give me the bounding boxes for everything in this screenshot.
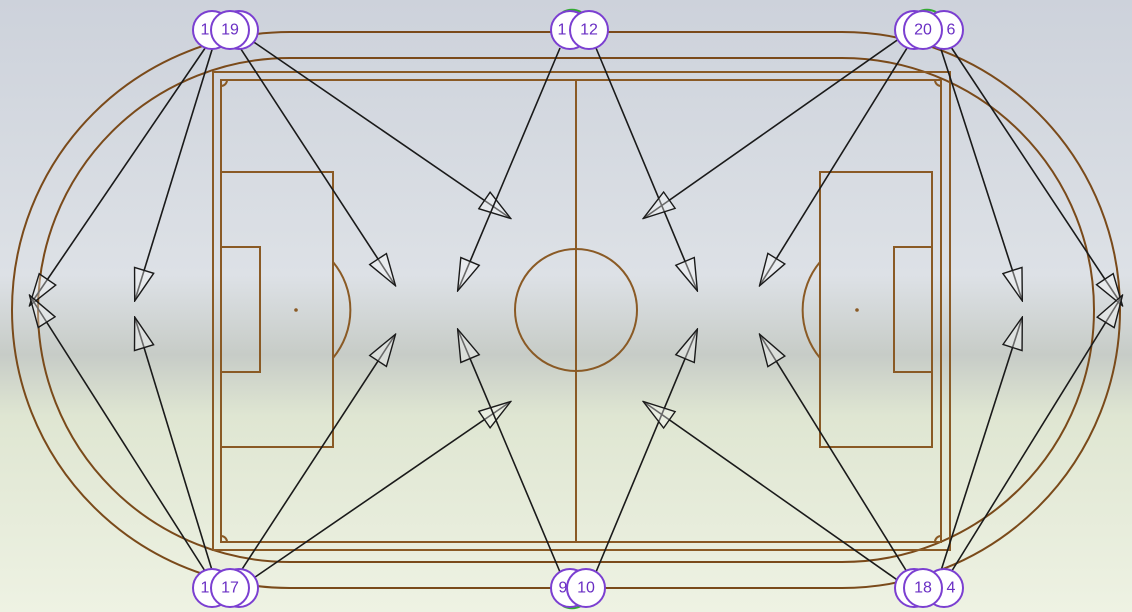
right-penalty-spot: [855, 308, 859, 312]
node-label: 12: [580, 22, 598, 39]
node-label: 20: [914, 22, 932, 39]
left-penalty-spot: [294, 308, 298, 312]
node-label: 17: [221, 580, 239, 597]
node-label: 19: [221, 22, 239, 39]
node-label: 18: [914, 580, 932, 597]
node-label: 6: [947, 22, 956, 39]
node-bottom-right-front[interactable]: 18: [895, 569, 942, 607]
node-top-left-front[interactable]: 19: [211, 11, 258, 49]
node-top-right-front[interactable]: 20: [895, 11, 942, 49]
node-label: 4: [947, 580, 956, 597]
node-top-center-front[interactable]: 12: [570, 11, 608, 49]
node-label: 1: [201, 580, 210, 597]
node-bottom-left-front[interactable]: 17: [211, 569, 258, 607]
node-bottom-center-front[interactable]: 10: [567, 569, 605, 607]
node-label: 10: [577, 580, 595, 597]
node-label: 1: [558, 22, 567, 39]
node-label: 1: [201, 22, 210, 39]
